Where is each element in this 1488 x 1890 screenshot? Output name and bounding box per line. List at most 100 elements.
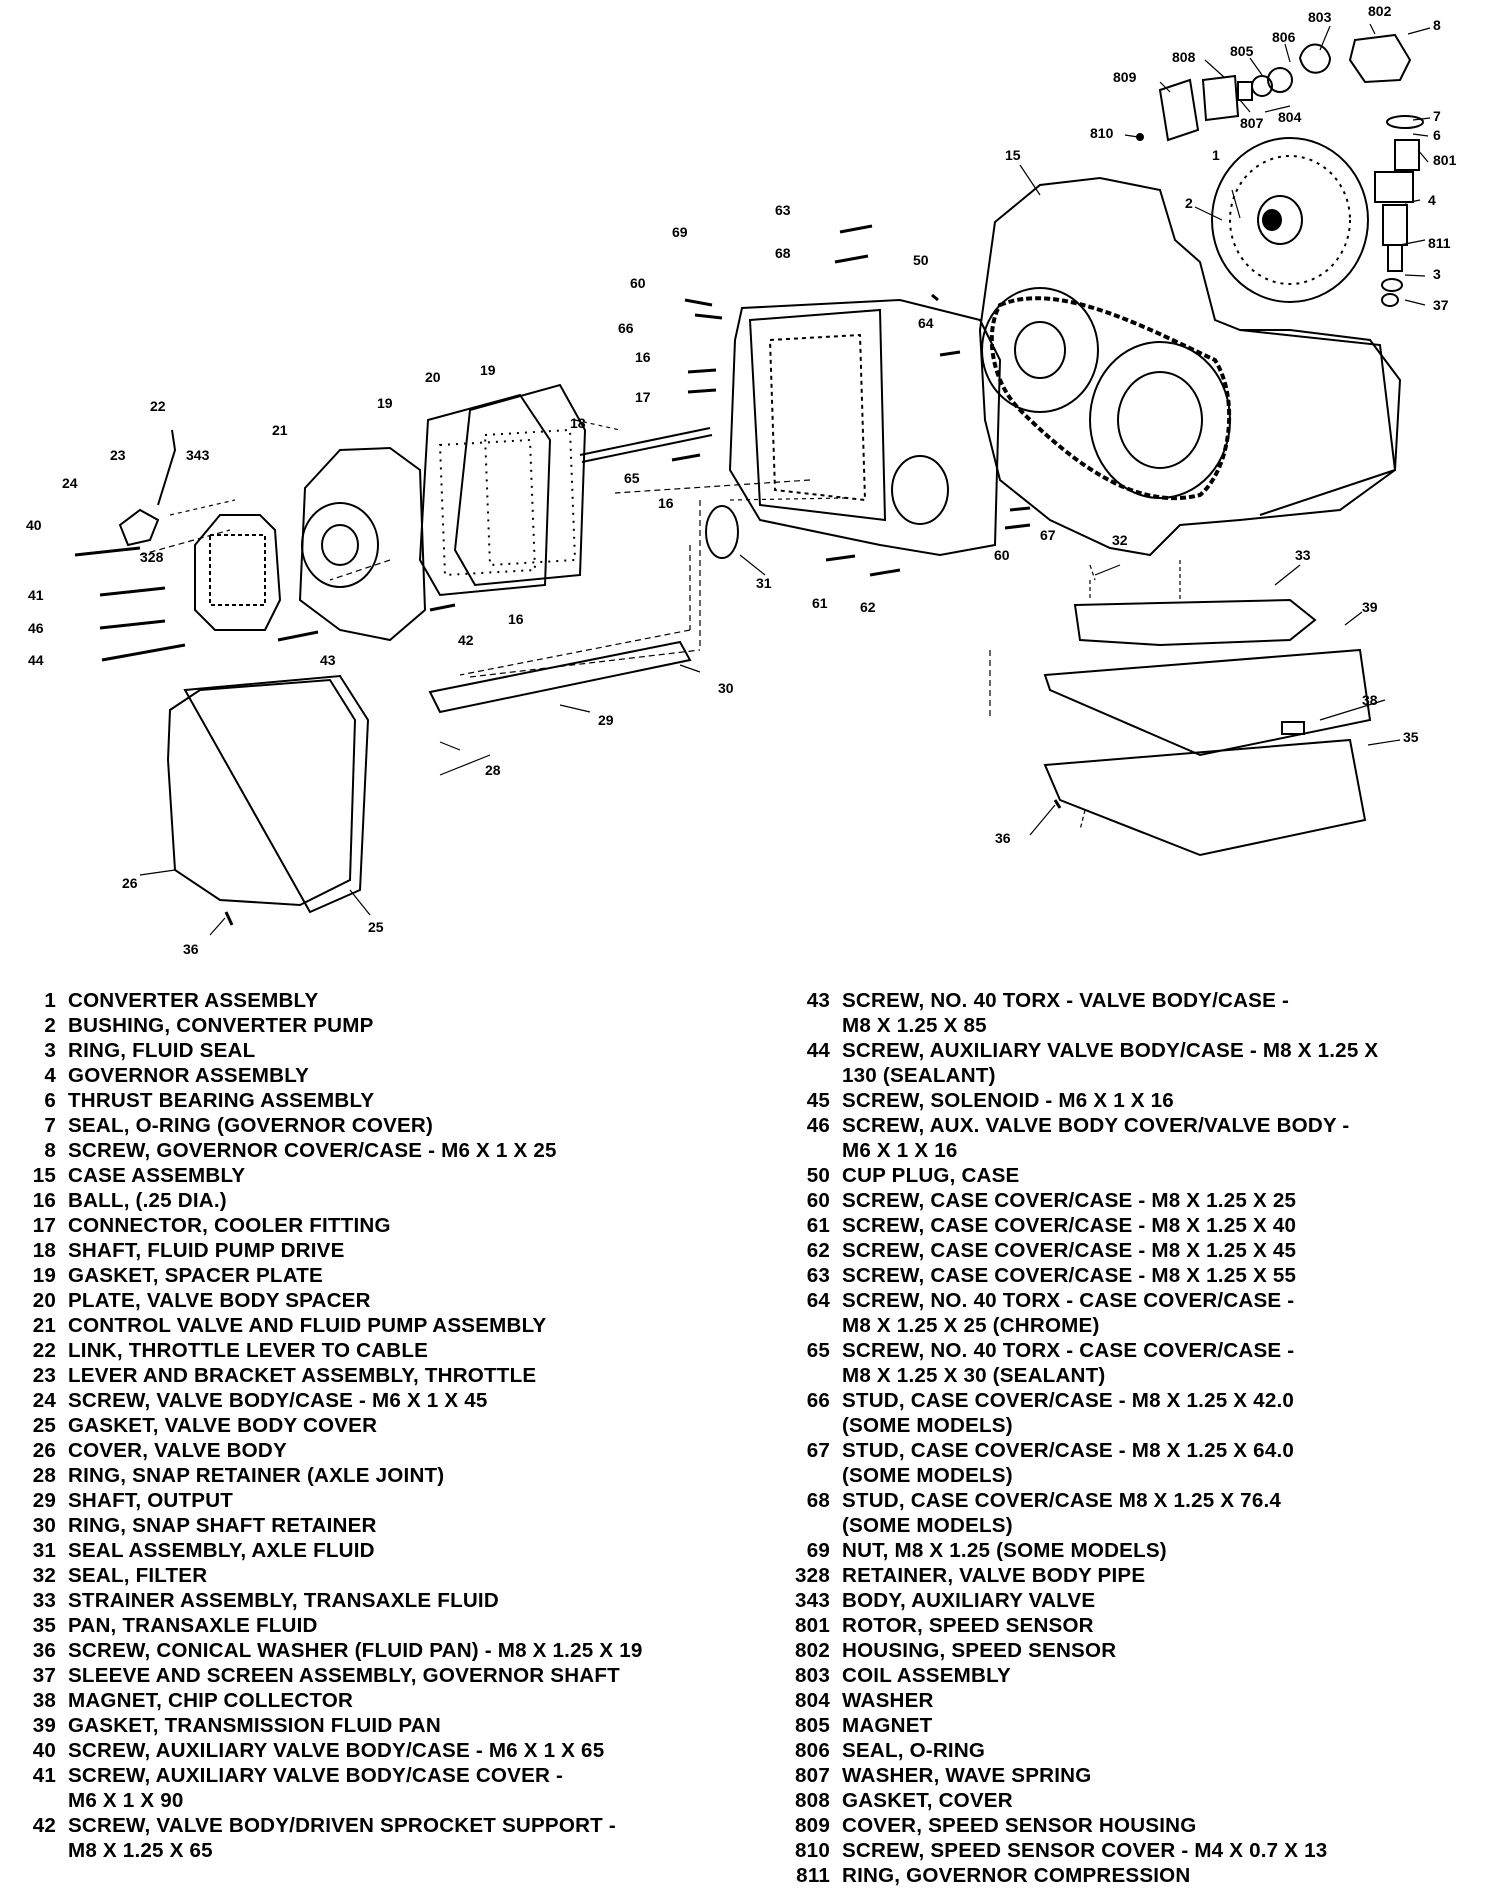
part-description: RING, FLUID SEAL <box>68 1039 256 1062</box>
part-number: 63 <box>806 1264 830 1287</box>
callout-19-b: 19 <box>377 395 393 411</box>
callout-16-c: 16 <box>508 611 524 627</box>
leader-lines <box>139 23 1431 936</box>
part-number: 811 <box>796 1864 830 1887</box>
part-number: 68 <box>806 1489 830 1512</box>
callout-807: 807 <box>1240 115 1264 131</box>
exploded-view-diagram: 1 2 3 4 6 7 8 15 16 16 16 17 18 19 19 20… <box>26 3 1457 957</box>
callout-805: 805 <box>1230 43 1254 59</box>
part-description: SCREW, VALVE BODY/DRIVEN SPROCKET SUPPOR… <box>68 1814 616 1862</box>
part-number: 67 <box>806 1439 830 1462</box>
part-number: 24 <box>32 1389 56 1412</box>
callout-2: 2 <box>1185 195 1193 211</box>
callout-25: 25 <box>368 919 384 935</box>
part-description: RING, GOVERNOR COMPRESSION <box>842 1864 1191 1887</box>
part-description: SCREW, CASE COVER/CASE - M8 X 1.25 X 55 <box>842 1264 1297 1287</box>
part-description: SCREW, NO. 40 TORX - VALVE BODY/CASE - M… <box>842 989 1289 1037</box>
part-description: THRUST BEARING ASSEMBLY <box>68 1089 375 1112</box>
part-number: 44 <box>806 1039 830 1062</box>
part-number: 809 <box>795 1814 830 1837</box>
part-description: SCREW, NO. 40 TORX - CASE COVER/CASE - M… <box>842 1289 1295 1337</box>
part-number: 65 <box>806 1339 830 1362</box>
legend-entry: 811 RING, GOVERNOR COMPRESSION <box>778 1863 1478 1888</box>
part-description: SEAL, O-RING (GOVERNOR COVER) <box>68 1114 434 1137</box>
part-number: 17 <box>32 1214 56 1237</box>
part-description: WASHER, WAVE SPRING <box>842 1764 1092 1787</box>
part-description: ROTOR, SPEED SENSOR <box>842 1614 1094 1637</box>
callout-43: 43 <box>320 652 336 668</box>
throttle-lever-bracket <box>118 508 160 547</box>
part-description: SCREW, GOVERNOR COVER/CASE - M6 X 1 X 25 <box>68 1139 557 1162</box>
part-description: PLATE, VALVE BODY SPACER <box>68 1289 371 1312</box>
callout-labels: 1 2 3 4 6 7 8 15 16 16 16 17 18 19 19 20… <box>26 3 1457 957</box>
part-number: 15 <box>32 1164 56 1187</box>
callout-7: 7 <box>1433 108 1441 124</box>
part-number: 802 <box>795 1639 830 1662</box>
callout-32: 32 <box>1112 532 1128 548</box>
callout-62: 62 <box>860 599 876 615</box>
callout-16-a: 16 <box>635 349 651 365</box>
legend-entry: 63 SCREW, CASE COVER/CASE - M8 X 1.25 X 5… <box>778 1263 1478 1288</box>
axle-fluid-seal <box>705 505 739 559</box>
legend-entry: 39 GASKET, TRANSMISSION FLUID PAN <box>10 1713 710 1738</box>
case-cover <box>728 298 1002 557</box>
part-description: SHAFT, OUTPUT <box>68 1489 234 1512</box>
callout-15: 15 <box>1005 147 1021 163</box>
callout-29: 29 <box>598 712 614 728</box>
part-number: 37 <box>32 1664 56 1687</box>
callout-46: 46 <box>28 620 44 636</box>
callout-65: 65 <box>624 470 640 486</box>
callout-60-b: 60 <box>994 547 1010 563</box>
throttle-link <box>157 429 177 506</box>
part-description: CONNECTOR, COOLER FITTING <box>68 1214 391 1237</box>
part-number: 36 <box>32 1639 56 1662</box>
callout-16-b: 16 <box>658 495 674 511</box>
part-number: 16 <box>32 1189 56 1212</box>
callout-33: 33 <box>1295 547 1311 563</box>
governor-assembly <box>1374 115 1424 307</box>
callout-30: 30 <box>718 680 734 696</box>
spacer-plates <box>418 383 587 597</box>
strainer-assembly <box>1073 598 1317 647</box>
part-number: 39 <box>32 1714 56 1737</box>
part-description: SCREW, VALVE BODY/CASE - M6 X 1 X 45 <box>68 1389 488 1412</box>
part-number: 43 <box>806 989 830 1012</box>
chip-magnet <box>1281 721 1305 735</box>
part-number: 21 <box>32 1314 56 1337</box>
part-description: SCREW, SOLENOID - M6 X 1 X 16 <box>842 1089 1174 1112</box>
part-number: 23 <box>32 1364 56 1387</box>
part-description: GASKET, TRANSMISSION FLUID PAN <box>68 1714 441 1737</box>
part-description: RING, SNAP RETAINER (AXLE JOINT) <box>68 1464 445 1487</box>
part-number: 803 <box>795 1664 830 1687</box>
part-description: CONTROL VALVE AND FLUID PUMP ASSEMBLY <box>68 1314 547 1337</box>
part-number: 31 <box>32 1539 56 1562</box>
part-number: 25 <box>32 1414 56 1437</box>
callout-38: 38 <box>1362 692 1378 708</box>
callout-31: 31 <box>756 575 772 591</box>
callout-35: 35 <box>1403 729 1419 745</box>
